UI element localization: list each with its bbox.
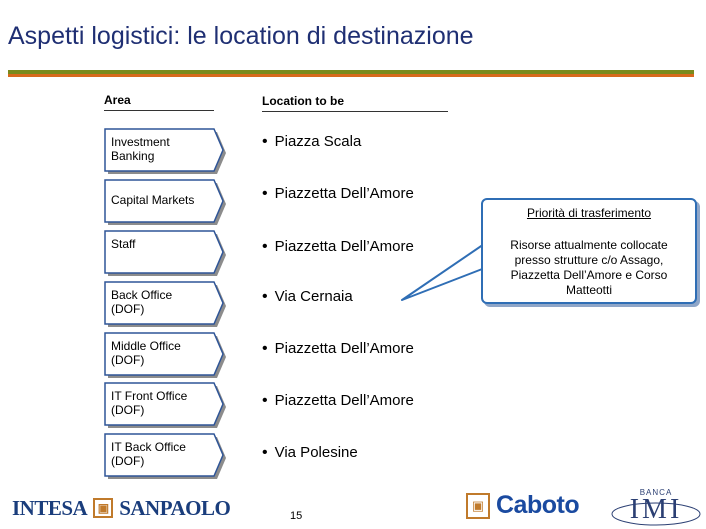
location-label: Piazza Scala [274,133,362,150]
bullet-icon: • [262,288,268,305]
area-label: Middle Office (DOF) [111,339,181,367]
caboto-logo: ▣ Caboto [466,491,580,520]
caboto-mark-icon: ▣ [466,492,490,519]
chevron-shape [104,179,226,225]
callout-text: Risorse attualmente collocate presso str… [510,238,668,297]
title-rule-green [8,70,694,74]
location-item: • Piazza Scala [262,133,361,151]
area-item-capital-markets: Capital Markets [104,179,226,227]
logo-text-right: SANPAOLO [119,495,231,520]
bullet-icon: • [262,133,268,150]
area-label: IT Back Office (DOF) [111,440,186,468]
logo-text-left: INTESA [12,495,88,520]
area-label: IT Front Office (DOF) [111,389,188,417]
page-title: Aspetti logistici: le location di destin… [8,22,474,50]
location-label: Piazzetta Dell’Amore [274,340,414,357]
area-label: Capital Markets [111,193,195,207]
area-label: Investment Banking [111,135,170,163]
chevron-shape [104,433,226,479]
imi-banca-text: BANCA [639,488,673,497]
location-label: Via Polesine [274,444,358,461]
location-label: Piazzetta Dell’Amore [274,185,414,202]
location-label: Piazzetta Dell’Amore [274,238,414,255]
bullet-icon: • [262,238,268,255]
location-item: • Via Cernaia [262,288,353,306]
area-item-it-front-office: IT Front Office (DOF) [104,382,226,430]
chevron-shape [104,281,226,327]
imi-swoosh-icon [611,502,701,526]
bullet-icon: • [262,392,268,409]
area-item-staff: Staff [104,230,226,278]
area-item-middle-office: Middle Office (DOF) [104,332,226,380]
banca-imi-logo: BANCA IMI [610,488,702,526]
location-label: Via Cernaia [274,288,353,305]
chevron-shape [104,332,226,378]
location-item: • Piazzetta Dell’Amore [262,185,414,203]
bullet-icon: • [262,185,268,202]
caboto-text: Caboto [496,491,580,519]
bullet-icon: • [262,444,268,461]
callout-box: Priorità di trasferimento Risorse attual… [481,198,697,304]
column-header-area: Area [104,93,214,111]
column-header-location: Location to be [262,94,448,112]
location-item: • Piazzetta Dell’Amore [262,340,414,358]
bullet-icon: • [262,340,268,357]
page-number: 15 [290,510,303,522]
location-item: • Piazzetta Dell’Amore [262,238,414,256]
area-item-investment-banking: Investment Banking [104,128,226,176]
intesa-sanpaolo-logo: INTESA ▣ SANPAOLO [12,494,231,522]
location-item: • Piazzetta Dell’Amore [262,392,414,410]
area-label: Back Office (DOF) [111,288,173,316]
location-item: • Via Polesine [262,444,358,462]
callout-title: Priorità di trasferimento [526,206,652,220]
intesa-mark-icon: ▣ [93,498,114,518]
area-item-back-office: Back Office (DOF) [104,281,226,329]
area-item-it-back-office: IT Back Office (DOF) [104,433,226,481]
imi-text: IMI [629,494,683,525]
chevron-shape [104,230,226,276]
title-rule-orange [8,74,694,77]
area-label: Staff [111,237,136,251]
chevron-shape [104,128,226,174]
chevron-shape [104,382,226,428]
location-label: Piazzetta Dell’Amore [274,392,414,409]
